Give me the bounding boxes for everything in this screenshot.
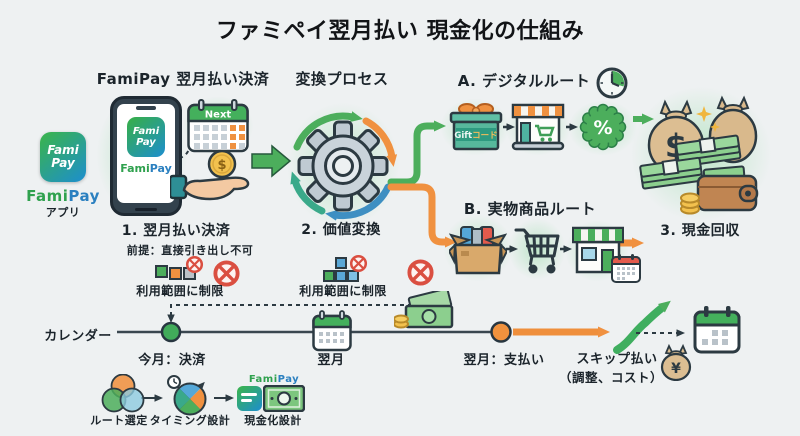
payment-cash-icon [394, 291, 454, 329]
cart-glyph [535, 124, 555, 137]
gift-code-icon: Giftコード [449, 103, 503, 151]
gear-arc-orange [362, 117, 398, 167]
famipay-app-sub-label: アプリ [45, 206, 81, 219]
famipay-logo-text: FamiPay [26, 187, 100, 205]
cash-stack [639, 156, 704, 190]
section-payment-header: FamiPay 翌月払い決済 [96, 70, 270, 88]
cash-stack [675, 134, 742, 168]
step-2-label: 2. 価値変換 [301, 222, 381, 238]
sparkle-icon [710, 122, 720, 132]
value-cubes-icon [323, 257, 359, 282]
svg-text:$: $ [217, 158, 226, 173]
skip-payment-label: スキップ払い [576, 352, 658, 367]
banknote-icon [263, 385, 305, 412]
skip-calendar-icon [693, 306, 741, 354]
calendar-grid [194, 125, 245, 149]
clock-icon [596, 67, 628, 99]
timeline-now-label: 今月：決済 [138, 353, 206, 368]
svg-text:Giftコード: Giftコード [454, 131, 497, 141]
route-a-header: A. デジタルルート [457, 72, 591, 90]
gear-arc-blue [325, 183, 392, 221]
timing-pie-icon [167, 375, 207, 416]
phone-screen: Fami Pay FamiPay [117, 104, 175, 203]
gear-arc-green [293, 111, 363, 151]
hand-coin-icon: $ [170, 150, 250, 201]
branch-arrow-route-a [387, 120, 446, 186]
timeline-dot-now [160, 321, 182, 343]
step-3-label: 3. 現金回収 [660, 223, 740, 239]
legend-route-label: ルート選定 [90, 414, 148, 427]
wallet-icon [696, 165, 759, 212]
svg-text:¥: ¥ [671, 361, 681, 377]
legend-timing-label: タイミング設計 [149, 414, 231, 427]
cash-pile-icon: $ [639, 95, 759, 215]
yen-money-bag-icon: ¥ [660, 343, 692, 381]
timeline-pay-label: 翌月：支払い [463, 353, 545, 368]
step-1-label: 1. 翌月払い決済 [121, 223, 231, 239]
svg-text:%: % [593, 117, 612, 139]
timeline-axis-label: カレンダー [44, 329, 112, 344]
section-conversion-header: 変換プロセス [295, 70, 389, 88]
online-store-icon [511, 103, 565, 151]
gear-icon [297, 120, 389, 212]
coin-stack-icon [680, 192, 700, 215]
famipay-app-icon: Fami Pay [40, 132, 86, 182]
gear-arc-teal [290, 171, 326, 215]
prohibition-icon [407, 259, 434, 286]
restriction-label-2: 利用範囲に制限 [299, 284, 387, 298]
skip-payment-arrow [613, 300, 671, 354]
restriction-label-1: 利用範囲に制限 [136, 284, 224, 298]
phone-home-bar [135, 208, 157, 211]
legend-brand-label: FamiPay [248, 374, 300, 385]
prohibition-icon [349, 254, 368, 273]
sparkle-icon [696, 106, 712, 122]
route-b-header: B. 実物商品ルート [463, 200, 597, 218]
phone-famipay-label: FamiPay [120, 162, 172, 175]
sleeve [170, 174, 188, 200]
prohibition-icon [185, 255, 204, 274]
product-box-icon [449, 226, 507, 275]
arrow-payment-to-gear [251, 144, 292, 178]
timeline-calendar-icon [312, 310, 352, 352]
next-month-calendar-icon: Next [187, 99, 249, 153]
skip-payment-note: （調整、コスト） [558, 370, 664, 385]
legend-cashout-label: 現金化設計 [244, 414, 302, 427]
page-title: ファミペイ翌月払い 現金化の仕組み [215, 19, 585, 44]
smartphone-icon: Fami Pay FamiPay [110, 96, 182, 216]
venn-diagram-icon [101, 374, 145, 413]
famipay-mini-logo [237, 386, 262, 411]
branch-arrow-route-b [387, 183, 457, 248]
payment-note: 前提：直接引き出し不可 [126, 244, 254, 257]
timeline-dashed-link [167, 304, 436, 323]
delivery-calendar-icon [611, 254, 641, 283]
logo-bar [241, 399, 252, 402]
timeline-dot-pay [490, 321, 512, 343]
hand [182, 176, 250, 201]
percent-badge-icon: % [579, 103, 627, 151]
logo-bar [241, 393, 257, 396]
svg-text:Next: Next [205, 110, 232, 121]
timeline-next-label: 翌月 [317, 353, 345, 368]
phone-famipay-app-icon: Fami Pay [127, 117, 165, 157]
phone-notch [136, 106, 156, 110]
prohibition-icon [213, 260, 240, 287]
shopping-cart-icon [514, 228, 560, 274]
